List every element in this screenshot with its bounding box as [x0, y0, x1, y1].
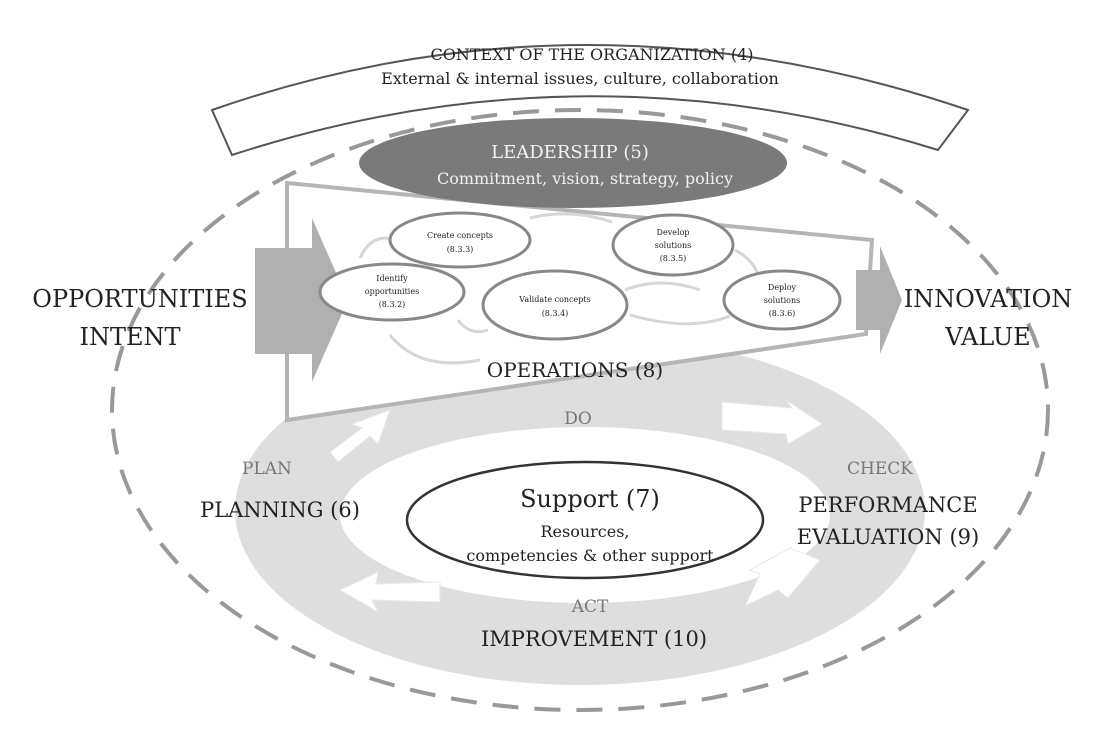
step-validate-l1: Validate concepts	[518, 295, 590, 304]
step-identify-l2: opportunities	[365, 287, 419, 296]
step-create-l1: Create concepts	[427, 231, 493, 240]
arrow-plan-to-do-icon	[329, 409, 391, 463]
context-title: CONTEXT OF THE ORGANIZATION (4)	[430, 45, 753, 64]
outputs-line1: INNOVATION	[904, 285, 1073, 313]
inputs-line2: INTENT	[79, 323, 180, 351]
organization-boundary	[110, 108, 1050, 712]
input-arrow-icon	[255, 218, 348, 382]
context-subtitle: External & internal issues, culture, col…	[381, 69, 779, 88]
outputs-line2: VALUE	[944, 323, 1030, 351]
step-identify-num: (8.3.2)	[379, 300, 406, 309]
step-create-ellipse	[388, 211, 532, 269]
step-deploy-l2: solutions	[764, 296, 800, 305]
step-identify-ellipse	[318, 262, 466, 322]
step-deploy-ellipse	[722, 269, 842, 331]
cycle-arrows	[329, 399, 823, 614]
plan-label: PLAN	[242, 459, 292, 479]
do-label: DO	[564, 409, 592, 429]
support-ellipse	[405, 460, 765, 580]
step-develop-l1: Develop	[657, 228, 690, 237]
operations-label: OPERATIONS (8)	[487, 358, 663, 382]
planning-label: PLANNING (6)	[200, 498, 360, 522]
inputs-line1: OPPORTUNITIES	[32, 285, 247, 313]
arrow-act-to-plan-icon	[338, 571, 441, 614]
support-title: Support (7)	[520, 485, 660, 513]
step-deploy-l1: Deploy	[768, 283, 797, 292]
improvement-label: IMPROVEMENT (10)	[481, 627, 707, 651]
step-validate-ellipse	[481, 269, 629, 341]
leadership-ellipse	[359, 118, 787, 208]
output-arrow-icon	[856, 246, 902, 354]
performance-label-l2: EVALUATION (9)	[797, 525, 979, 549]
check-label: CHECK	[847, 459, 913, 479]
step-identify-l1: Identify	[376, 274, 408, 283]
support-line1: Resources,	[540, 522, 629, 541]
act-label: ACT	[571, 597, 609, 617]
arrow-check-to-act-icon	[743, 547, 821, 608]
arrow-do-to-check-icon	[721, 399, 823, 445]
leadership-subtitle: Commitment, vision, strategy, policy	[437, 169, 733, 188]
step-develop-num: (8.3.5)	[660, 254, 687, 263]
context-arc	[210, 44, 970, 157]
step-develop-l2: solutions	[655, 241, 691, 250]
performance-label-l1: PERFORMANCE	[798, 493, 977, 517]
leadership-title: LEADERSHIP (5)	[491, 142, 649, 163]
support-line2: competencies & other support	[466, 546, 714, 565]
step-validate-num: (8.3.4)	[542, 309, 569, 318]
step-deploy-num: (8.3.6)	[769, 309, 796, 318]
step-develop-ellipse	[611, 213, 735, 277]
step-create-num: (8.3.3)	[447, 245, 474, 254]
